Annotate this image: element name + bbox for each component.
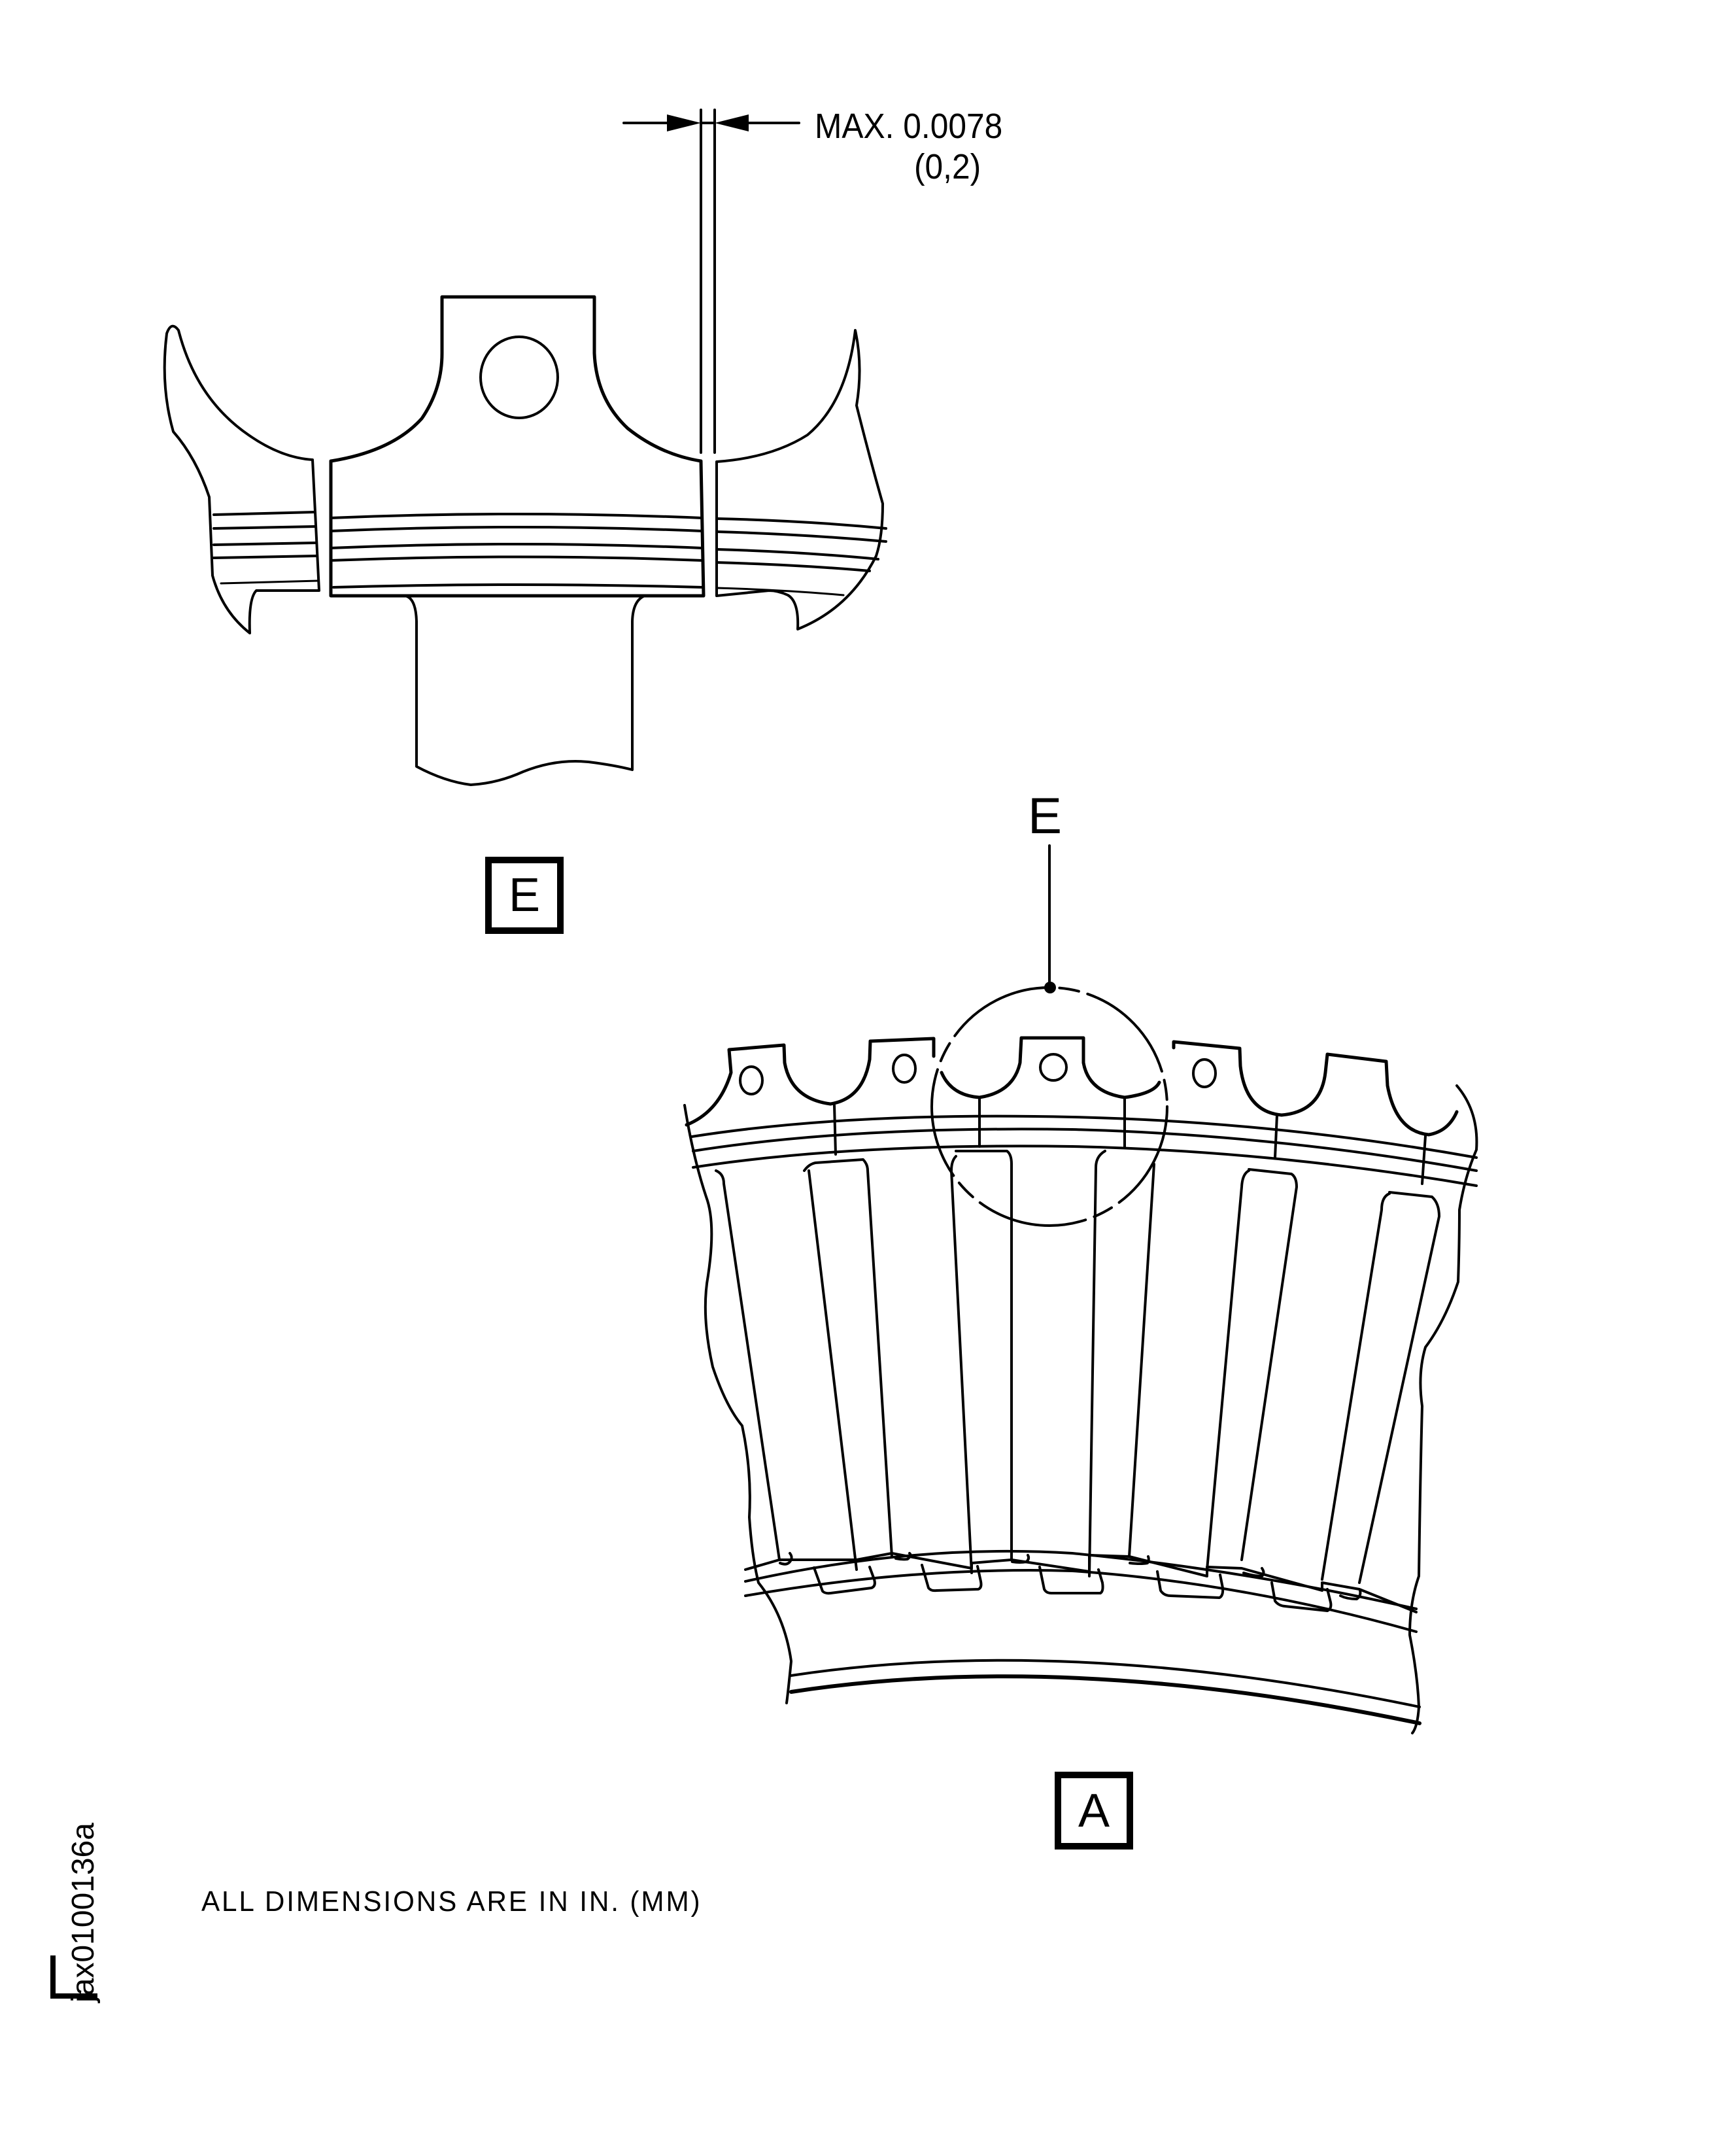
left-break-line <box>683 1104 792 1704</box>
right-segment <box>715 329 887 630</box>
detail-view-e <box>163 109 887 786</box>
right-break-line <box>1408 1084 1478 1734</box>
shroud-bands <box>690 1096 1478 1187</box>
detail-circle <box>930 986 1168 1227</box>
dimensions-note: ALL DIMENSIONS ARE IN IN. (MM) <box>201 1885 702 1918</box>
disk-rim <box>789 1659 1421 1725</box>
center-segment <box>329 295 706 786</box>
blades <box>715 1150 1440 1584</box>
shroud-scallops <box>685 1036 1459 1137</box>
gap-dimension <box>622 109 800 454</box>
view-label-a: A <box>1055 1772 1133 1850</box>
figure-id-bracket <box>50 1955 97 1999</box>
figure-id: jax0100136a <box>66 1823 101 2003</box>
center-bands <box>330 513 704 589</box>
view-label-e: E <box>485 857 564 934</box>
gap-dimension-label: MAX. 0.0078 <box>815 107 1003 146</box>
hole <box>479 336 559 419</box>
view-label-e-text: E <box>508 869 541 921</box>
blade-roots <box>744 1549 1418 1633</box>
view-label-a-text: A <box>1078 1784 1110 1837</box>
detail-callout-label: E <box>1028 787 1063 844</box>
view-a <box>683 844 1478 1734</box>
left-segment <box>163 324 320 634</box>
gap-dimension-metric: (0,2) <box>914 147 981 186</box>
